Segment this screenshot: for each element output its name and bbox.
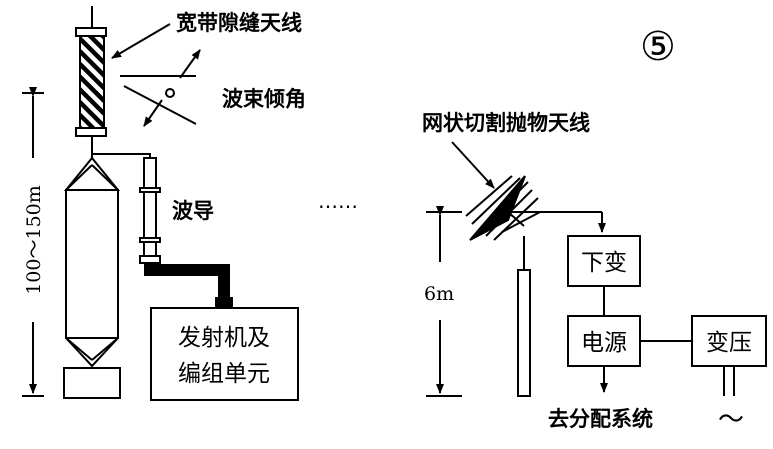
station-height-dimension: [426, 206, 462, 397]
power-box: [567, 315, 641, 367]
power-label: 电源: [581, 330, 627, 356]
slot-antenna-body: [79, 35, 105, 129]
ac-symbol: ～: [718, 405, 744, 435]
slot-antenna-top-cap: [75, 27, 107, 37]
waveguide: [139, 157, 233, 309]
slot-antenna-label: 宽带隙缝天线: [176, 11, 302, 35]
antenna-pointer: [111, 23, 171, 59]
ellipsis: ……: [318, 189, 358, 213]
transmitter-box-line2: 编组单元: [178, 361, 270, 387]
tower-height-dimension: [22, 87, 44, 397]
mesh-antenna-pointer: [451, 141, 495, 189]
waveguide-label: 波导: [172, 199, 214, 223]
transmitter-box: [150, 307, 299, 401]
transformer-label: 变压: [706, 330, 752, 356]
beam-tilt-label: 波束倾角: [222, 87, 306, 111]
slot-antenna-bottom-cap: [75, 127, 107, 137]
tower-base: [63, 367, 121, 399]
transmitter-box-line1: 发射机及: [178, 325, 270, 351]
downconverter-box: [567, 235, 641, 287]
tower-height-label: 100～150m: [23, 185, 45, 295]
feed-line: [91, 153, 151, 160]
beam-tilt-symbol: [120, 49, 201, 127]
transformer-box: [691, 315, 767, 367]
left-tower: [63, 6, 151, 399]
station-height-label: 6m: [424, 283, 454, 305]
tower-bottom-cone: [65, 337, 119, 368]
antenna-pole: [517, 269, 531, 397]
figure-number: ⑤: [640, 24, 676, 70]
tower-body: [65, 189, 119, 339]
tower-top-cone: [63, 156, 121, 191]
distribution-label: 去分配系统: [548, 407, 653, 431]
mesh-antenna: [465, 175, 541, 241]
mesh-antenna-label: 网状切割抛物天线: [422, 111, 590, 135]
downconverter-label: 下变: [581, 250, 627, 276]
